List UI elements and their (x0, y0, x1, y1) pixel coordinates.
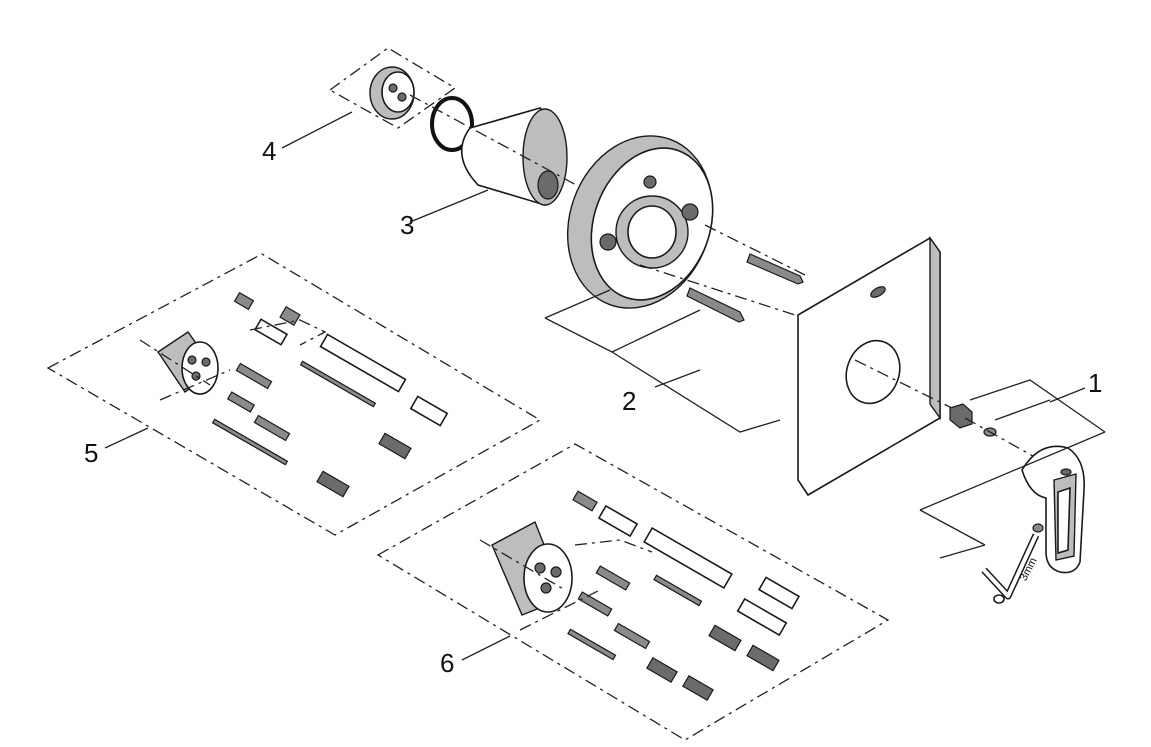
part-3-sleeve: 3 (400, 107, 568, 240)
part-6-dashed-frame (376, 443, 890, 741)
callout-3: 3 (400, 210, 414, 240)
flange-screw-lower (686, 287, 745, 323)
callout-1: 1 (1088, 368, 1102, 398)
part-5-cartridge (157, 331, 219, 395)
cover-plate (797, 235, 961, 497)
flange-screw-upper (746, 253, 804, 285)
o-ring (430, 96, 474, 152)
part-5-dashed-frame (46, 253, 542, 536)
part-1-handle-group: 3mm 1 (919, 368, 1106, 604)
part-6-kit-group: 6 (376, 443, 890, 741)
part-4-cartridge-group: 4 (262, 47, 457, 166)
adaptor-nut (949, 403, 973, 429)
hex-key-3mm: 3mm (981, 533, 1040, 600)
callout-5: 5 (84, 438, 98, 468)
part-6-cartridge (491, 521, 573, 616)
part-5-kit-group: 5 (46, 253, 542, 536)
callout-4: 4 (262, 136, 276, 166)
part-4-cartridge (369, 66, 415, 120)
part-2-flange-group: 2 (544, 135, 806, 433)
callout-6: 6 (440, 648, 454, 678)
lever-handle (1021, 445, 1085, 574)
callout-2: 2 (622, 386, 636, 416)
